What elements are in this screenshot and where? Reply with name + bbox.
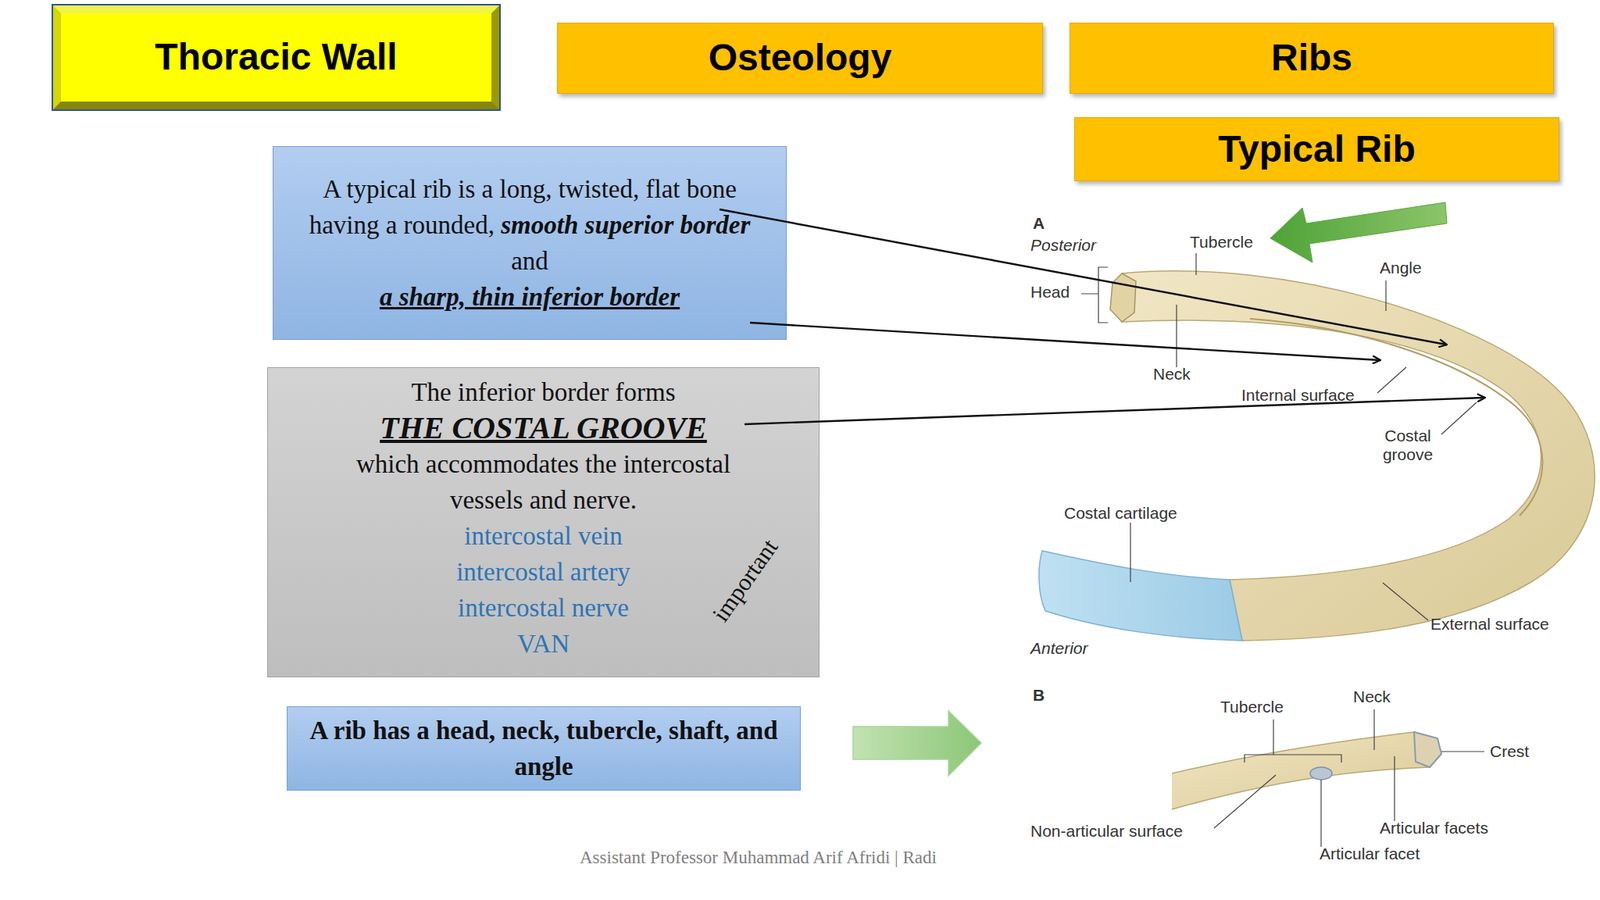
part-label: Costal cartilage [1064, 503, 1178, 523]
side-note: important [703, 531, 788, 629]
subsection-text: Typical Rib [1217, 128, 1416, 171]
leader-line [1129, 522, 1131, 583]
summary-box: A rib has a head, neck, tubercle, shaft,… [286, 706, 801, 791]
section-box: Ribs [1069, 22, 1554, 94]
leader-line [1441, 402, 1477, 435]
part-label: Articular facet [1319, 844, 1420, 864]
part-label: External surface [1430, 614, 1550, 634]
articular-facet [1310, 767, 1333, 780]
rib-head-crest [1414, 732, 1442, 768]
part-label: Articular facets [1379, 818, 1489, 838]
content-item: intercostal nerve [457, 589, 629, 626]
costal-cartilage [1039, 550, 1243, 641]
key-term: THE COSTAL GROOVE [379, 410, 708, 447]
pointer-arrow [853, 710, 982, 776]
figure-letter: B [1032, 685, 1045, 705]
footer-credit: Assistant Professor Muhammad Arif Afridi… [579, 847, 937, 868]
leader-line [1441, 750, 1485, 752]
title-text: Thoracic Wall [154, 36, 397, 79]
body-text: which accommodates the intercostal vesse… [332, 446, 755, 518]
body-text: and [510, 242, 549, 279]
part-label: Angle [1379, 258, 1422, 278]
note-box: The inferior border formsTHE COSTAL GROO… [267, 367, 820, 678]
leader-lines [1081, 253, 1477, 621]
text-paragraph: A typical rib is a long, twisted, flat b… [287, 171, 772, 243]
emphasis-text: smooth superior border [500, 210, 750, 240]
costal-groove-line [1250, 318, 1543, 516]
head-bracket [1081, 267, 1108, 323]
part-label: Internal surface [1241, 385, 1355, 405]
part-label: Neck [1153, 364, 1191, 384]
content-item: intercostal vein [464, 517, 623, 554]
section-text: Ribs [1271, 37, 1353, 79]
part-label: Head [1030, 282, 1070, 302]
leader-line [1377, 367, 1407, 393]
pointer-arrow [1270, 202, 1447, 263]
callout-arrow [750, 322, 1380, 361]
emphasis-text: a sharp, thin inferior border [379, 278, 680, 315]
leader-line [1373, 709, 1375, 750]
part-label: Costal groove [1372, 426, 1443, 465]
leader-line [1320, 779, 1322, 847]
part-label: Crest [1489, 742, 1529, 761]
rib-segment [1171, 732, 1442, 810]
figure-letter: A [1032, 214, 1045, 233]
content-item: intercostal artery [456, 553, 631, 590]
subsection-box: Typical Rib [1074, 117, 1560, 182]
leader-line [1382, 582, 1429, 621]
callout-arrow [744, 397, 1485, 425]
orientation-label: Posterior [1030, 235, 1097, 255]
section-text: Osteology [708, 37, 893, 79]
callout-arrow [719, 209, 1447, 345]
section-box: Osteology [557, 22, 1043, 94]
part-label: Tubercle [1220, 697, 1284, 717]
part-label: Neck [1353, 687, 1391, 707]
definition-box: A typical rib is a long, twisted, flat b… [272, 146, 787, 340]
leader-line [1393, 756, 1395, 822]
title-box: Thoracic Wall [53, 5, 500, 110]
orientation-label: Anterior [1030, 639, 1089, 658]
leader-line [1385, 280, 1386, 311]
mnemonic: VAN [517, 625, 570, 662]
part-label: Tubercle [1189, 232, 1254, 252]
summary-text: A rib has a head, neck, tubercle, shaft,… [301, 712, 786, 785]
body-text: The inferior border forms [410, 374, 675, 411]
leader-line [1214, 775, 1276, 829]
part-label: Non-articular surface [1030, 821, 1183, 841]
rib-head [1110, 273, 1136, 322]
leader-line [1195, 253, 1197, 275]
leader-line [1175, 304, 1177, 368]
tubercle-bracket [1244, 719, 1342, 763]
